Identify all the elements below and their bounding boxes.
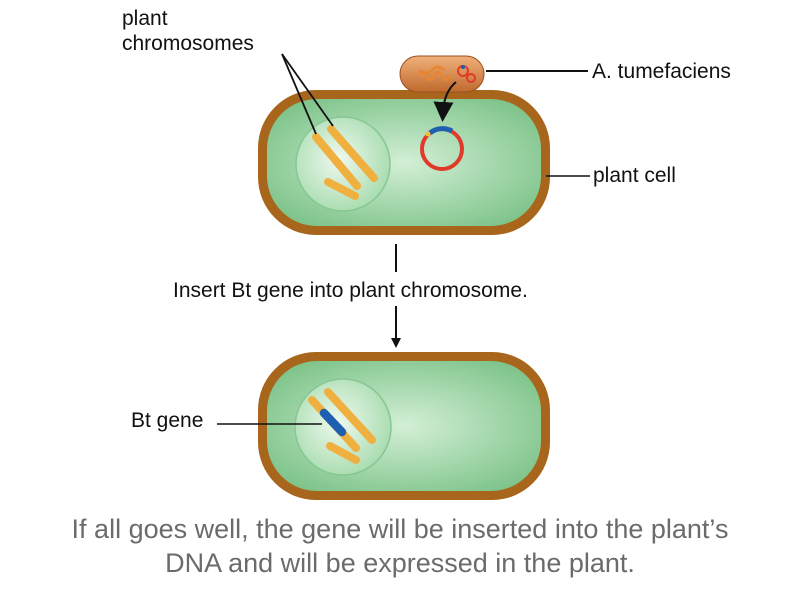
bt-gene-segment <box>319 408 347 437</box>
bottom-plant-cell <box>258 352 550 500</box>
bacterial-plasmid-2 <box>466 73 476 83</box>
plasmid-ring <box>420 126 464 171</box>
chromosome-3 <box>324 178 359 200</box>
insert-step-label: Insert Bt gene into plant chromosome. <box>173 279 528 302</box>
a-tumefaciens-label: A. tumefaciens <box>592 60 731 83</box>
bt-gene-label: Bt gene <box>131 409 204 432</box>
plant-chromosomes-label-line1: plant <box>122 7 168 30</box>
bottom-plant-chromosomes <box>308 388 376 464</box>
chromosome-2 <box>327 125 378 182</box>
bacterial-dna <box>416 65 452 82</box>
plant-chromosomes-label-line2: chromosomes <box>122 32 254 55</box>
chromosome-leader-line-1 <box>281 53 317 135</box>
plasmid-transfer-arrow <box>433 81 457 122</box>
top-plant-chromosomes <box>312 125 378 200</box>
chromosome-2 <box>324 388 376 444</box>
caption-line-1: If all goes well, the gene will be inser… <box>71 514 729 544</box>
step-arrow-head <box>391 338 401 348</box>
plant-cell-label: plant cell <box>593 164 676 187</box>
plasmid-bt-segment <box>428 126 454 136</box>
chromosome-3 <box>326 442 360 464</box>
caption: If all goes well, the gene will be inser… <box>0 512 800 580</box>
chromosome-leader-line-2 <box>281 53 334 127</box>
bacterial-plasmid-3 <box>461 65 465 69</box>
a-tumefaciens-bacterium <box>399 55 485 93</box>
caption-line-2: DNA and will be expressed in the plant. <box>165 548 635 578</box>
plasmid-marker <box>425 131 431 137</box>
chromosome-1 <box>312 133 361 190</box>
top-plant-cell <box>258 90 550 235</box>
